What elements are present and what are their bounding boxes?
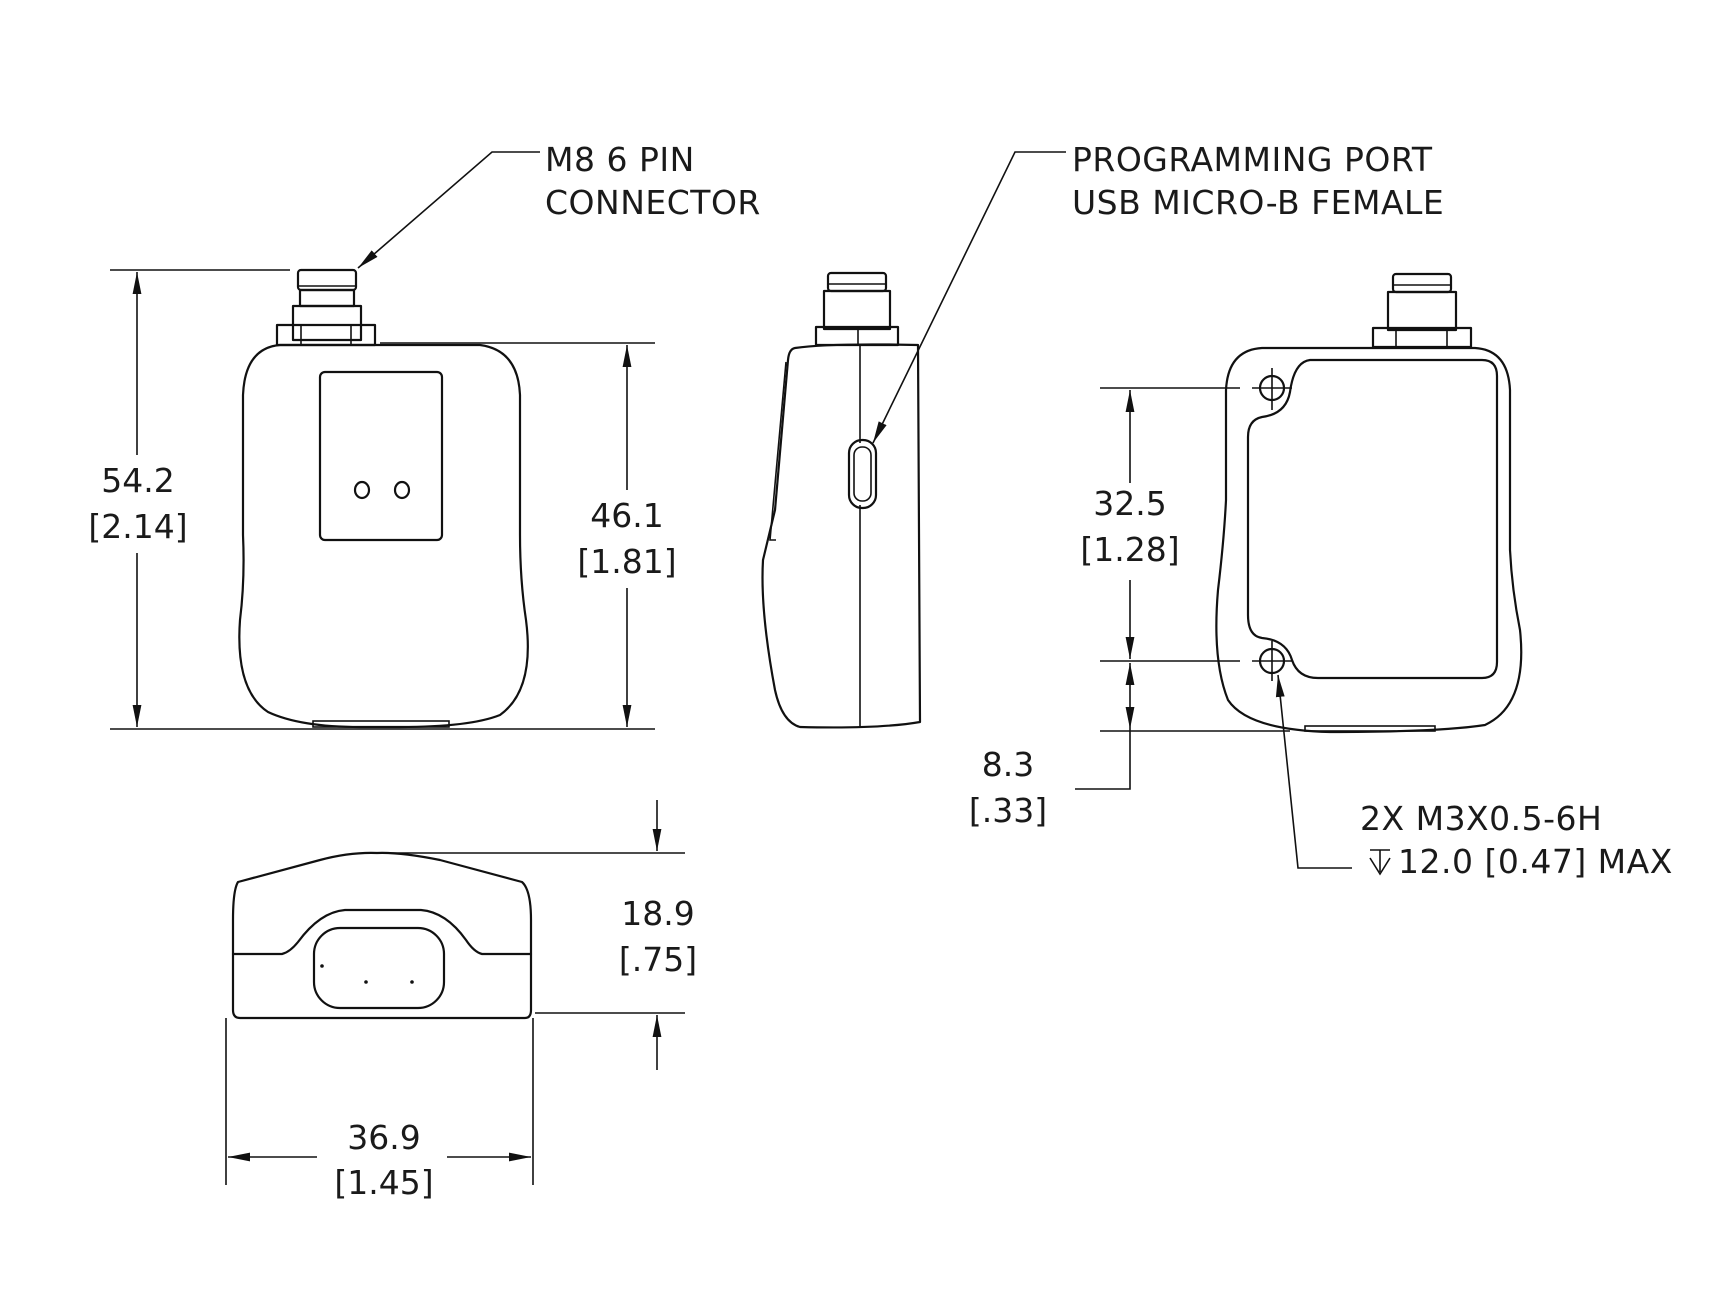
- dim-overall-height: 54.2 [2.14]: [88, 269, 655, 730]
- dim-depth: 18.9 [.75]: [385, 800, 697, 1070]
- dim-hole-spacing: 32.5 [1.28]: [1080, 387, 1290, 732]
- led-indicator-1: [353, 480, 371, 500]
- back-view: [1215, 272, 1523, 734]
- dim-hole-offset-inch: [.33]: [969, 791, 1047, 830]
- front-view: [238, 268, 529, 729]
- dim-width: 36.9 [1.45]: [225, 1018, 534, 1202]
- dim-width-mm: 36.9: [347, 1118, 420, 1157]
- mount-holes-label-line2: 12.0 [0.47] MAX: [1398, 842, 1673, 881]
- dim-body-height: 46.1 [1.81]: [380, 342, 677, 727]
- connector-socket: [312, 926, 446, 1010]
- top-view: [231, 851, 533, 1020]
- front-body-outline: [238, 343, 529, 729]
- led-indicator-2: [393, 480, 411, 500]
- dim-hole-offset: 8.3 [.33]: [969, 663, 1135, 830]
- usb-micro-b-port: [847, 438, 878, 510]
- dim-depth-mm: 18.9: [621, 894, 694, 933]
- front-window: [318, 370, 444, 542]
- programming-port-label-line1: PROGRAMMING PORT: [1072, 140, 1433, 179]
- dim-hole-spacing-inch: [1.28]: [1080, 530, 1179, 569]
- dim-hole-offset-mm: 8.3: [982, 745, 1034, 784]
- m8-connector: [275, 268, 377, 347]
- programming-port-label-line2: USB MICRO-B FEMALE: [1072, 183, 1444, 222]
- dim-depth-inch: [.75]: [619, 940, 697, 979]
- dim-hole-spacing-mm: 32.5: [1093, 484, 1166, 523]
- connector-label-line2: CONNECTOR: [545, 183, 761, 222]
- connector-label-line1: M8 6 PIN: [545, 140, 695, 179]
- dim-overall-height-mm: 54.2: [101, 461, 174, 500]
- side-view: [761, 271, 922, 729]
- connector-callout: M8 6 PIN CONNECTOR: [357, 140, 761, 269]
- programming-port-callout: PROGRAMMING PORT USB MICRO-B FEMALE: [872, 140, 1444, 444]
- mount-holes-label-line1: 2X M3X0.5-6H: [1360, 799, 1602, 838]
- mount-holes-callout: 2X M3X0.5-6H 12.0 [0.47] MAX: [1275, 674, 1673, 881]
- dim-width-inch: [1.45]: [334, 1163, 433, 1202]
- dim-body-height-inch: [1.81]: [577, 542, 676, 581]
- dim-body-height-mm: 46.1: [590, 496, 663, 535]
- back-recess: [1246, 358, 1499, 680]
- dim-overall-height-inch: [2.14]: [88, 507, 187, 546]
- depth-icon: [1369, 849, 1391, 876]
